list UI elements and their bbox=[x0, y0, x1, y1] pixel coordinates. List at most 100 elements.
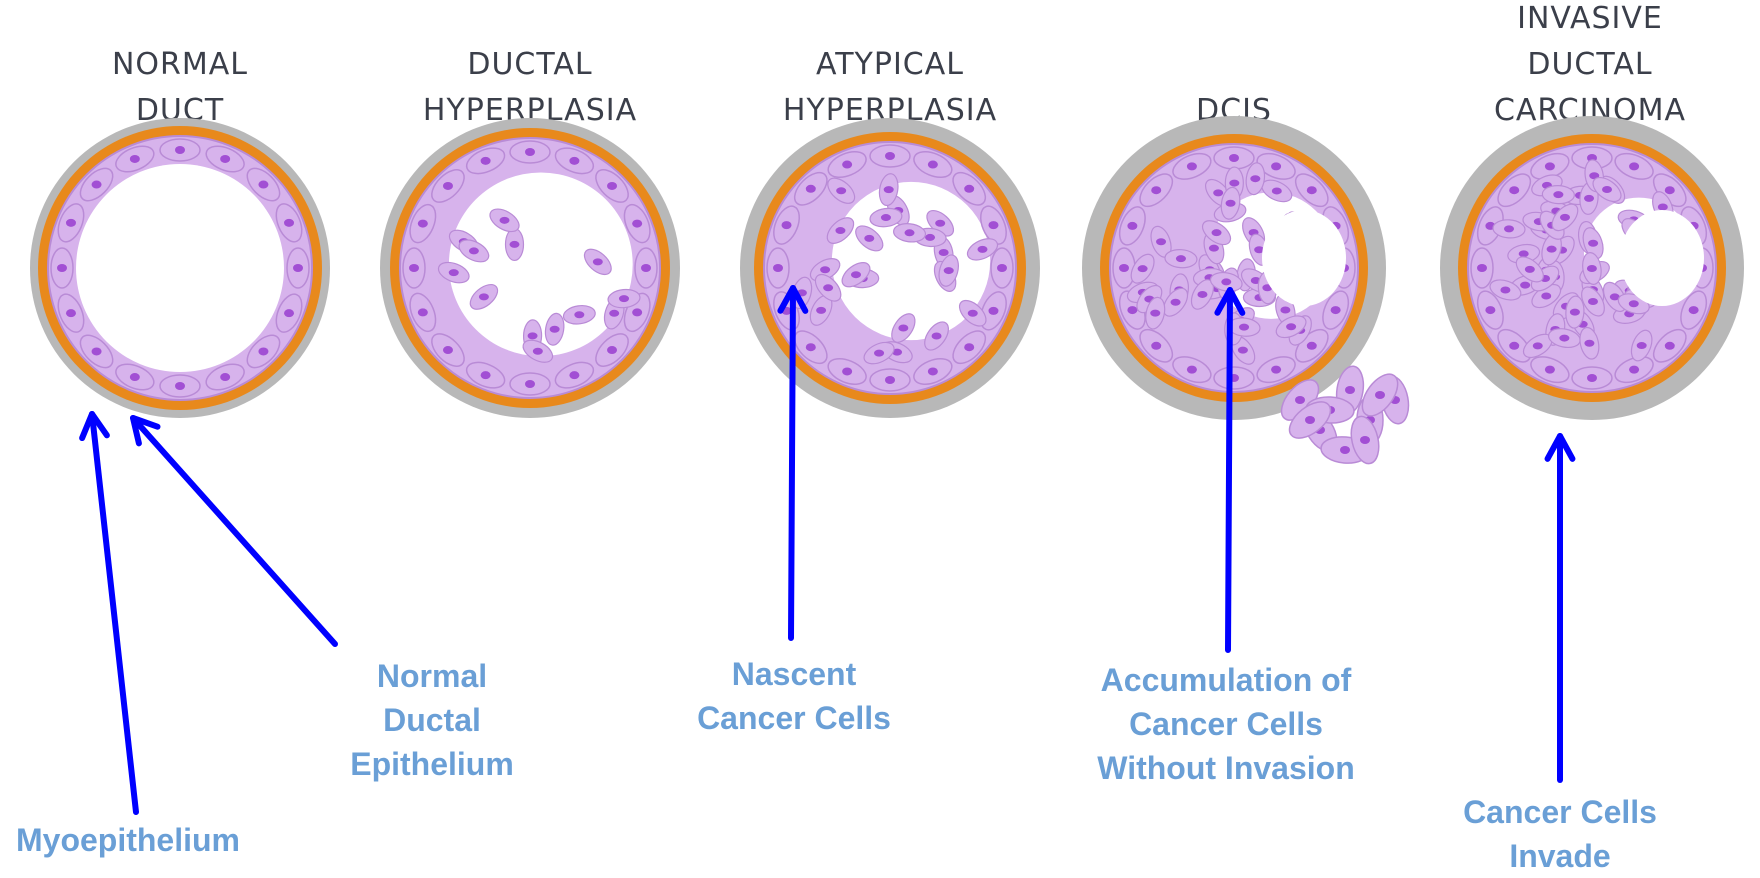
cell-nucleus bbox=[905, 229, 915, 236]
cell-nucleus bbox=[1226, 200, 1236, 207]
cell-nucleus bbox=[1547, 246, 1557, 253]
cell-nucleus bbox=[1151, 342, 1161, 350]
cell-nucleus bbox=[1553, 191, 1563, 198]
cell-nucleus bbox=[609, 310, 619, 317]
cell-nucleus bbox=[418, 308, 428, 316]
cell-nucleus bbox=[1171, 299, 1181, 306]
callout-cancer-cells-invade: Cancer Cells Invade bbox=[1463, 790, 1657, 878]
cell-nucleus bbox=[418, 220, 428, 228]
cell-nucleus bbox=[66, 309, 76, 317]
cell-nucleus bbox=[481, 371, 491, 379]
cell-nucleus bbox=[988, 221, 998, 229]
cell-nucleus bbox=[574, 311, 584, 318]
cell-nucleus bbox=[885, 152, 895, 160]
cell-nucleus bbox=[1665, 342, 1675, 350]
cell-nucleus bbox=[823, 284, 833, 291]
cell-nucleus bbox=[1519, 250, 1529, 257]
arrow-shaft bbox=[791, 288, 793, 638]
cell-nucleus bbox=[1587, 374, 1597, 382]
cell-nucleus bbox=[509, 241, 519, 248]
cell-nucleus bbox=[806, 343, 816, 351]
cell-nucleus bbox=[864, 235, 874, 242]
cell-nucleus bbox=[898, 325, 908, 332]
cell-nucleus bbox=[130, 373, 140, 381]
cell-nucleus bbox=[1209, 245, 1219, 252]
duct-illustrations bbox=[30, 116, 1744, 466]
cell-nucleus bbox=[988, 307, 998, 315]
cell-nucleus bbox=[500, 217, 510, 224]
cell-nucleus bbox=[525, 148, 535, 156]
cell-nucleus bbox=[1271, 162, 1281, 170]
cell-nucleus bbox=[1629, 300, 1639, 307]
cell-nucleus bbox=[293, 264, 303, 272]
cell-nucleus bbox=[409, 264, 419, 272]
cell-nucleus bbox=[1658, 204, 1668, 211]
cell-nucleus bbox=[964, 343, 974, 351]
cell-nucleus bbox=[1187, 162, 1197, 170]
cell-nucleus bbox=[842, 367, 852, 375]
cell-nucleus bbox=[1541, 293, 1551, 300]
cell-nucleus bbox=[1213, 189, 1223, 196]
cell-nucleus bbox=[569, 157, 579, 165]
cell-nucleus bbox=[939, 249, 949, 256]
cell-nucleus bbox=[773, 264, 783, 272]
cell-nucleus bbox=[443, 346, 453, 354]
cell-nucleus bbox=[964, 185, 974, 193]
cell-nucleus bbox=[874, 350, 884, 357]
cell-nucleus bbox=[1545, 162, 1555, 170]
cell-nucleus bbox=[1588, 240, 1598, 247]
arrow-myoepithelium bbox=[82, 414, 136, 812]
cell-nucleus bbox=[175, 382, 185, 390]
cell-nucleus bbox=[925, 234, 935, 241]
cell-nucleus bbox=[1602, 186, 1612, 193]
cell-nucleus bbox=[1360, 436, 1370, 444]
cell-nucleus bbox=[1119, 264, 1129, 272]
cell-nucleus bbox=[851, 271, 861, 278]
duct-ductal-hyperplasia bbox=[380, 118, 680, 418]
cell-nucleus bbox=[997, 264, 1007, 272]
cell-nucleus bbox=[1127, 306, 1137, 314]
cell-nucleus bbox=[1187, 366, 1197, 374]
cell-nucleus bbox=[1637, 342, 1647, 349]
duct-normal-duct bbox=[30, 118, 330, 418]
arrow-normal-ductal-epithelium bbox=[133, 418, 335, 644]
cell-nucleus bbox=[885, 376, 895, 384]
duct-atypical-hyperplasia bbox=[740, 118, 1040, 418]
cell-nucleus bbox=[1176, 255, 1186, 262]
cell-nucleus bbox=[1345, 386, 1355, 394]
cell-nucleus bbox=[1307, 342, 1317, 350]
cell-nucleus bbox=[130, 155, 140, 163]
cell-nucleus bbox=[836, 187, 846, 194]
cell-nucleus bbox=[550, 326, 560, 333]
cell-nucleus bbox=[1559, 335, 1569, 342]
cell-nucleus bbox=[92, 347, 102, 355]
cell-nucleus bbox=[1340, 446, 1350, 454]
cell-nucleus bbox=[533, 348, 543, 355]
cell-nucleus bbox=[1221, 278, 1231, 285]
cell-nucleus bbox=[479, 293, 489, 300]
cell-nucleus bbox=[1197, 291, 1207, 298]
callout-accumulation: Accumulation of Cancer Cells Without Inv… bbox=[1097, 658, 1354, 790]
duct-lumen bbox=[76, 164, 284, 372]
cell-nucleus bbox=[1485, 306, 1495, 314]
cell-nucleus bbox=[1584, 340, 1594, 347]
cell-nucleus bbox=[1138, 265, 1148, 272]
cell-nucleus bbox=[443, 182, 453, 190]
cell-nucleus bbox=[1286, 323, 1296, 330]
cell-nucleus bbox=[881, 214, 891, 221]
duct-dcis bbox=[1082, 116, 1386, 420]
cell-nucleus bbox=[258, 181, 268, 189]
cell-nucleus bbox=[220, 155, 230, 163]
cell-nucleus bbox=[1533, 342, 1543, 349]
cell-nucleus bbox=[1305, 416, 1315, 424]
cell-nucleus bbox=[1239, 324, 1249, 331]
residual-lumen bbox=[1262, 210, 1346, 306]
arrow-shaft bbox=[92, 414, 136, 812]
cell-nucleus bbox=[928, 161, 938, 169]
cell-nucleus bbox=[935, 220, 945, 227]
cell-nucleus bbox=[92, 181, 102, 189]
cell-nucleus bbox=[1588, 298, 1598, 305]
cell-nucleus bbox=[284, 309, 294, 317]
cell-nucleus bbox=[1295, 396, 1305, 404]
